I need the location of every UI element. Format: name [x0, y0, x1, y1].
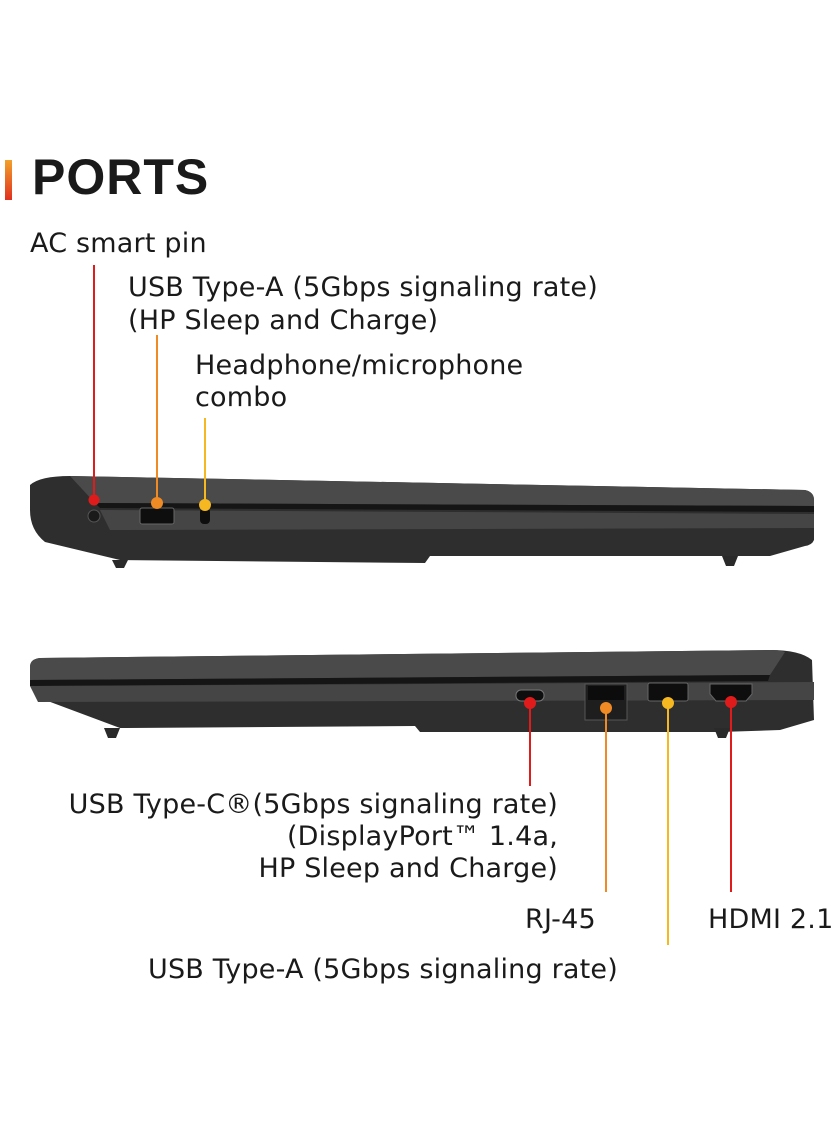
marker-ac-pin	[88, 494, 100, 506]
ac-smart-pin-port	[87, 509, 101, 523]
audio-jack-port	[200, 508, 210, 524]
label-usb-a-left-line2: (HP Sleep and Charge)	[128, 305, 439, 336]
marker-hdmi	[725, 696, 737, 708]
laptop-right-side	[30, 650, 814, 738]
title-accent-bar	[5, 160, 12, 200]
callout-lines	[88, 265, 737, 945]
label-usb-a-right: USB Type-A (5Gbps signaling rate)	[148, 954, 618, 985]
marker-usb-a-left	[151, 497, 163, 509]
label-usb-c-line2: (DisplayPort™ 1.4a,	[286, 821, 558, 852]
label-audio-line1: Headphone/microphone	[195, 350, 524, 381]
hdmi-port	[709, 683, 753, 702]
label-usb-c-line1: USB Type-C®(5Gbps signaling rate)	[68, 789, 558, 820]
label-rj45: RJ-45	[525, 904, 596, 935]
usb-a-port	[139, 507, 175, 525]
label-usb-a-left-line1: USB Type-A (5Gbps signaling rate)	[128, 272, 598, 303]
laptop-left-side	[30, 476, 814, 568]
label-audio-line2: combo	[195, 382, 288, 413]
page-title: PORTS	[32, 149, 210, 205]
marker-usb-c	[524, 697, 536, 709]
marker-rj45	[600, 702, 612, 714]
marker-audio	[199, 499, 211, 511]
label-ac-smart-pin: AC smart pin	[30, 228, 207, 259]
marker-usb-a-right	[662, 697, 674, 709]
label-usb-c-line3: HP Sleep and Charge)	[258, 853, 558, 884]
label-hdmi: HDMI 2.1	[708, 904, 834, 935]
